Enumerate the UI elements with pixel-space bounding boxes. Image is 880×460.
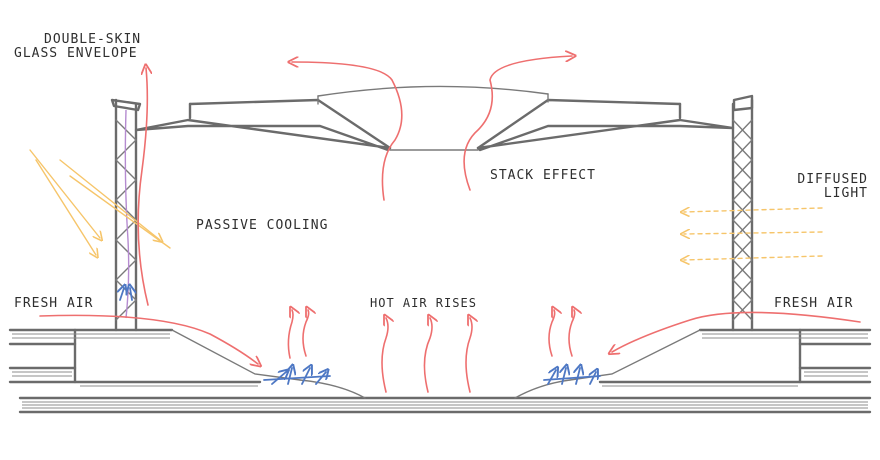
fresh-air-left-label: FRESH AIR <box>14 296 94 311</box>
cool-air-arrow-icon <box>120 288 601 385</box>
roof <box>134 85 735 152</box>
diffused-light-arrow-icon <box>684 208 823 260</box>
interior-floor <box>299 379 571 399</box>
double-skin-label-line2: GLASS ENVELOPE <box>14 46 138 61</box>
right-plinth <box>569 328 872 387</box>
fresh-air-right-label: FRESH AIR <box>774 296 854 311</box>
sunlight-ray-icon <box>29 149 171 255</box>
passive-cooling-label: PASSIVE COOLING <box>196 218 329 233</box>
left-plinth <box>8 328 301 387</box>
left-double-skin-wall <box>110 98 142 332</box>
warm-air-arrow-icon <box>39 56 861 393</box>
stack-effect-label: STACK EFFECT <box>490 168 596 183</box>
double-skin-label-line1: DOUBLE-SKIN <box>44 32 142 47</box>
diffused-light-label-line1: DIFFUSED <box>797 172 868 187</box>
hot-air-rises-label: HOT AIR RISES <box>370 296 477 310</box>
diffused-light-label-line2: LIGHT <box>823 186 868 201</box>
right-double-skin-wall <box>731 94 754 332</box>
ground-slab <box>18 396 872 414</box>
